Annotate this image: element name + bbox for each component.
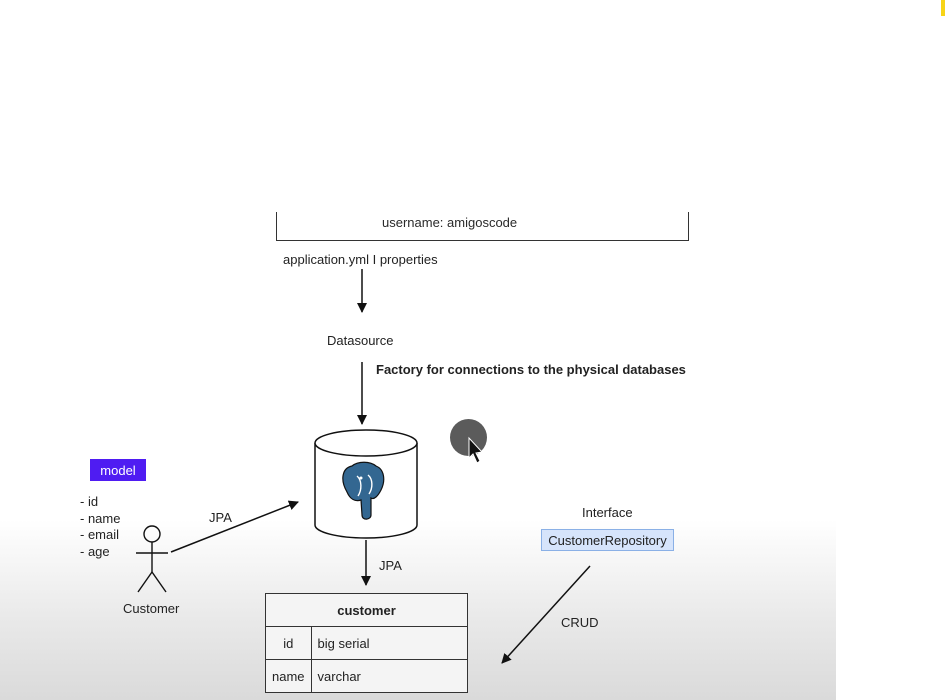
repository-box: CustomerRepository [541,529,674,551]
arrow-actor-to-database [170,500,299,553]
jpa-label-down: JPA [379,558,402,573]
actor-label: Customer [123,601,180,616]
repository-heading: Interface [582,505,633,520]
model-field: - age [80,543,110,559]
table-title: customer [265,593,468,627]
postgresql-elephant-icon [342,461,385,520]
table-row: name varchar [265,659,469,693]
column-type: varchar [310,659,469,693]
jpa-label-left: JPA [209,510,232,525]
properties-username: username: amigoscode [382,215,518,230]
model-field: - name [80,510,121,526]
model-field: - id [80,494,99,509]
table-header-row: customer [265,593,468,627]
customer-actor-icon [136,525,168,593]
background-shade [0,520,948,700]
crud-label: CRUD [561,615,599,630]
background-right-strip [836,520,948,700]
model-field: - email [80,527,120,542]
datasource-label: Datasource [327,333,394,348]
model-badge: model [90,459,146,481]
arrow-repository-to-table [501,565,591,664]
properties-box [276,212,689,241]
corner-marker [941,0,945,16]
table-row: id big serial [265,626,469,660]
customer-table: customer id big serial name varchar [265,593,469,693]
properties-caption: application.yml I properties [283,252,438,267]
column-name: name [265,659,312,693]
model-field-list: - id - name - email - age [80,494,120,560]
datasource-description: Factory for connections to the physical … [376,362,686,377]
column-type: big serial [310,626,469,660]
column-name: id [265,626,312,660]
